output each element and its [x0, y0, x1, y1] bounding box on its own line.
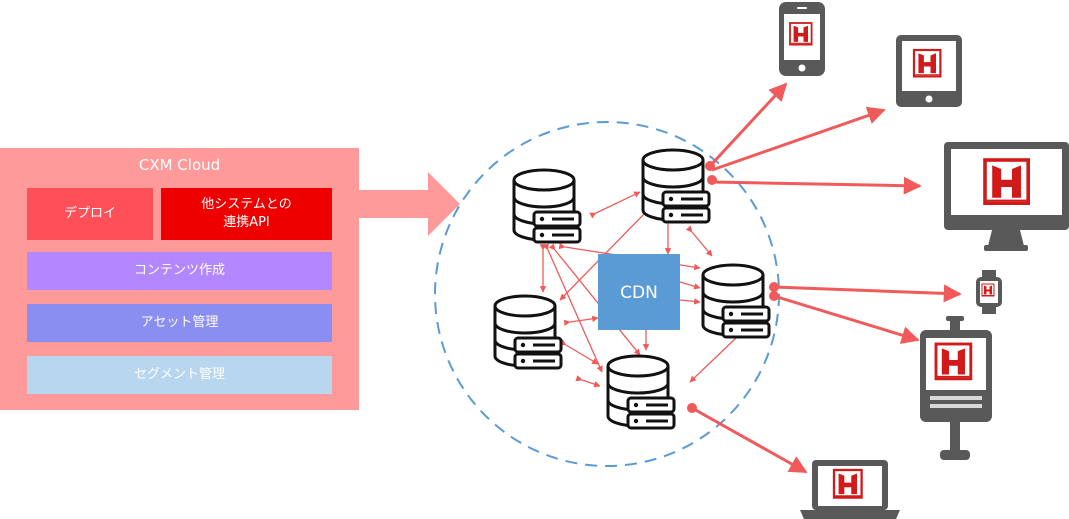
deploy-arrow	[359, 172, 460, 236]
origin-dot	[769, 291, 779, 301]
connection-line	[689, 331, 743, 383]
integration-label-line2: 連携API	[223, 215, 270, 230]
brand-h-logo-icon	[832, 468, 863, 499]
content-creation-label: コンテンツ作成	[133, 263, 225, 278]
content-creation-box: コンテンツ作成	[27, 252, 332, 290]
database-server-icon	[606, 354, 676, 430]
delivery-arrow-kiosk	[773, 294, 920, 344]
delivery-arrow-monitor	[711, 176, 922, 195]
database-server-icon	[641, 148, 711, 224]
asset-management-box: アセット管理	[27, 304, 332, 342]
connection-line	[673, 277, 701, 290]
segment-management-label: セグメント管理	[133, 367, 225, 382]
asset-management-label: アセット管理	[140, 315, 219, 330]
connection-line	[575, 375, 601, 388]
database-server-icon	[701, 263, 771, 339]
deploy-label: デプロイ	[63, 206, 116, 221]
cxm-cloud-panel: CXM Cloud デプロイ 他システムとの 連携API コンテンツ作成 アセッ…	[0, 148, 359, 410]
segment-management-box: セグメント管理	[27, 356, 332, 394]
database-server-icon	[512, 168, 582, 244]
delivery-arrow-watch	[773, 284, 962, 303]
connection-line	[589, 191, 641, 219]
brand-h-logo-icon	[934, 342, 973, 381]
laptop-icon	[800, 460, 900, 519]
connection-line	[685, 225, 713, 257]
connection-line	[559, 339, 599, 365]
cdn-label: CDN	[620, 283, 658, 303]
connection-line	[673, 296, 701, 305]
origin-dot	[687, 403, 697, 413]
delivery-origin-dots	[687, 161, 779, 413]
connection-line	[563, 315, 599, 327]
delivery-arrow-laptop	[691, 406, 808, 474]
origin-dot	[705, 161, 715, 171]
origin-dot	[707, 175, 717, 185]
database-server-icon	[493, 294, 563, 370]
cxm-cloud-title: CXM Cloud	[138, 156, 221, 174]
delivery-arrows	[691, 82, 962, 474]
origin-dot	[769, 282, 779, 292]
integration-label-line1: 他システムとの	[201, 197, 292, 212]
brand-h-logo-icon	[981, 283, 995, 297]
brand-h-logo-icon	[912, 48, 942, 78]
smartphone-icon	[779, 2, 825, 76]
delivery-arrow-tablet	[711, 106, 886, 172]
brand-h-logo-icon	[789, 22, 813, 46]
server-nodes	[493, 148, 771, 430]
brand-h-logo-icon	[983, 158, 1030, 205]
monitor-icon	[944, 142, 1069, 251]
kiosk-icon	[920, 316, 992, 460]
deploy-box: デプロイ	[27, 188, 153, 240]
tablet-icon	[896, 35, 962, 107]
cdn-box	[598, 254, 680, 330]
integration-api-box: 他システムとの 連携API	[161, 188, 332, 240]
cdn-network-boundary	[434, 121, 780, 467]
smartwatch-icon	[976, 270, 1002, 314]
delivery-arrow-smartphone	[708, 82, 788, 168]
